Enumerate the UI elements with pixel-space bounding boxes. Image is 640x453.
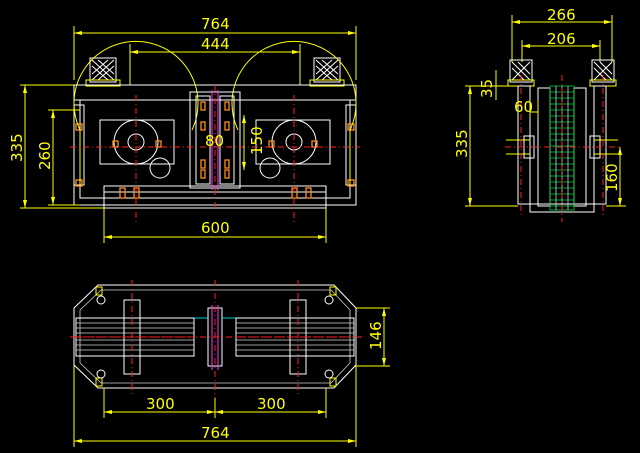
front-dim-height: 335 [8, 84, 104, 209]
front-dim-335-label: 335 [8, 133, 26, 162]
side-dim-top-offset: 35 [478, 70, 518, 100]
side-dim-35-label: 35 [478, 79, 496, 98]
front-view: 764 444 [8, 15, 360, 243]
side-view: 266 206 [453, 6, 626, 222]
front-dim-base-width: 600 [103, 208, 327, 243]
top-dim-spans: 300 300 [103, 388, 327, 418]
side-lifting-lug-right [589, 59, 617, 87]
side-dim-206-label: 206 [547, 30, 576, 48]
front-lifting-lug-left [85, 57, 121, 87]
side-dim-inner-width: 206 [521, 30, 601, 62]
side-dim-60-label: 60 [514, 98, 533, 116]
front-dim-150-label: 150 [248, 126, 266, 155]
top-dim-overall-width: 764 [73, 365, 357, 447]
top-dim-300-left-label: 300 [146, 395, 175, 413]
top-dim-764-label: 764 [201, 424, 230, 442]
front-dim-inner-height: 260 [36, 109, 80, 206]
side-dim-lower-height: 160 [603, 147, 626, 207]
side-dim-height: 335 [453, 85, 518, 207]
front-lifting-lug-right [309, 57, 345, 87]
front-dim-260-label: 260 [36, 141, 54, 170]
front-dim-600-label: 600 [201, 219, 230, 237]
top-dim-300-right-label: 300 [257, 395, 286, 413]
front-centerlines [70, 85, 360, 222]
side-lifting-lug-left [507, 59, 535, 87]
top-dim-depth: 146 [356, 307, 390, 367]
front-dim-center-height: 150 [242, 115, 266, 170]
side-dim-266-label: 266 [547, 6, 576, 24]
side-dim-offset: 60 [514, 98, 539, 118]
side-dim-160-label: 160 [603, 163, 621, 192]
side-dim-335-label: 335 [453, 129, 471, 158]
front-dim-overall-width: 764 [73, 15, 357, 80]
top-view: 146 300 300 764 [70, 280, 390, 447]
front-dim-444-label: 444 [201, 35, 230, 53]
front-dim-764-label: 764 [201, 15, 230, 33]
front-dim-80-label: 80 [205, 132, 224, 150]
side-dim-overall-width: 266 [511, 6, 613, 62]
front-center-plate [189, 90, 241, 190]
front-dim-inner-width: 444 [129, 35, 301, 85]
top-dim-146-label: 146 [367, 321, 385, 350]
